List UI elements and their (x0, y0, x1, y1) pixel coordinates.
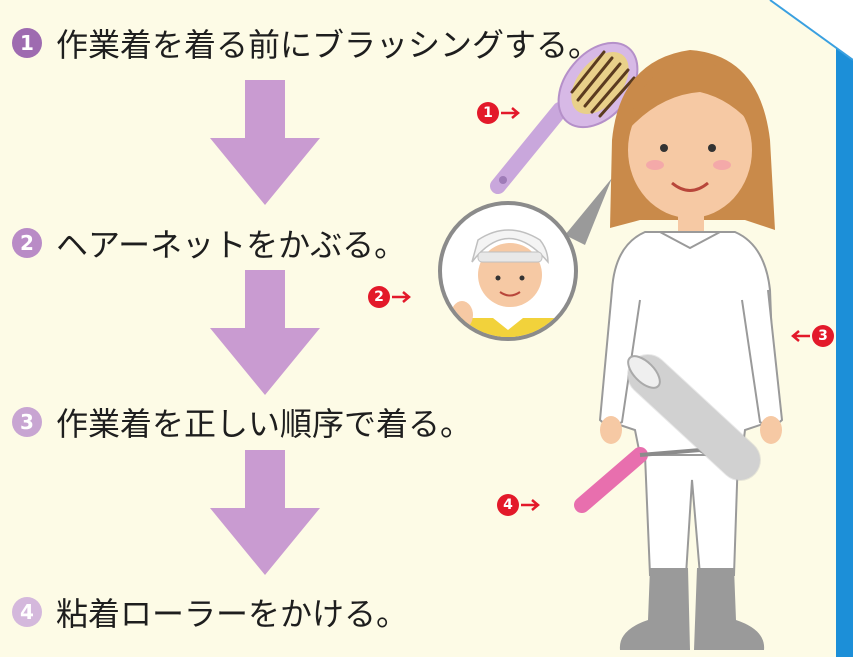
left-arrow-icon (791, 330, 810, 342)
tag-coat: 3 (788, 325, 834, 347)
right-edge-bar (836, 0, 853, 657)
hairnet-person-icon (438, 201, 578, 341)
tag-number: 1 (477, 102, 499, 124)
step-4-text: 粘着ローラーをかける。 (56, 595, 409, 633)
tag-brush: 1 (477, 102, 523, 124)
step-2-text: ヘアーネットをかぶる。 (56, 226, 407, 264)
woman-icon (598, 50, 784, 650)
step-2: 2 ヘアーネットをかぶる。 (12, 220, 406, 266)
step-4-badge: 4 (12, 597, 42, 627)
step-2-badge: 2 (12, 228, 42, 258)
step-1-badge: 1 (12, 28, 42, 58)
step-3: 3 作業着を正しい順序で着る。 (12, 399, 472, 445)
right-arrow-icon (501, 107, 520, 119)
down-arrow-icon (210, 450, 320, 575)
illustration (438, 41, 784, 650)
tag-hairnet: 2 (368, 286, 414, 308)
tag-number: 4 (497, 494, 519, 516)
tag-number: 3 (812, 325, 834, 347)
right-arrow-icon (392, 291, 411, 303)
step-1-text: 作業着を着る前にブラッシングする。 (56, 26, 601, 64)
lint-roller-icon (574, 354, 761, 513)
tag-roller: 4 (497, 494, 543, 516)
step-4: 4 粘着ローラーをかける。 (12, 589, 408, 635)
down-arrow-icon (210, 270, 320, 395)
tag-number: 2 (368, 286, 390, 308)
step-3-badge: 3 (12, 407, 42, 437)
down-arrow-icon (210, 80, 320, 205)
right-arrow-icon (521, 499, 540, 511)
step-3-text: 作業着を正しい順序で着る。 (56, 405, 473, 443)
step-1: 1 作業着を着る前にブラッシングする。 (12, 20, 600, 66)
brush-icon (490, 41, 639, 194)
